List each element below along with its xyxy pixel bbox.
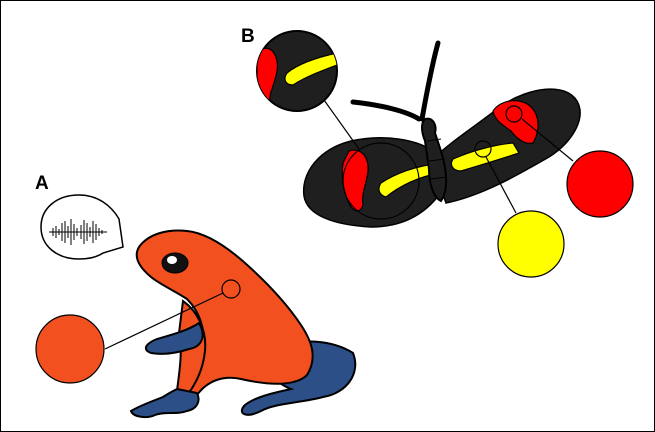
frog-front-foot [131,389,199,417]
butterfly-red-swatch [567,151,633,217]
frog-group [105,231,355,418]
butterfly-antenna [353,102,419,119]
magnifier-zoom-icon [257,31,337,111]
sound-waveform-icon [41,195,123,259]
butterfly-antenna [422,43,438,119]
panel-label-a: A [35,173,49,194]
frog-body [137,231,313,395]
panel-label-b: B [241,26,255,47]
frog-eye-highlight [167,256,177,264]
frog-swatch [36,315,104,383]
butterfly-yellow-swatch [498,211,564,277]
butterfly-group [304,43,580,227]
